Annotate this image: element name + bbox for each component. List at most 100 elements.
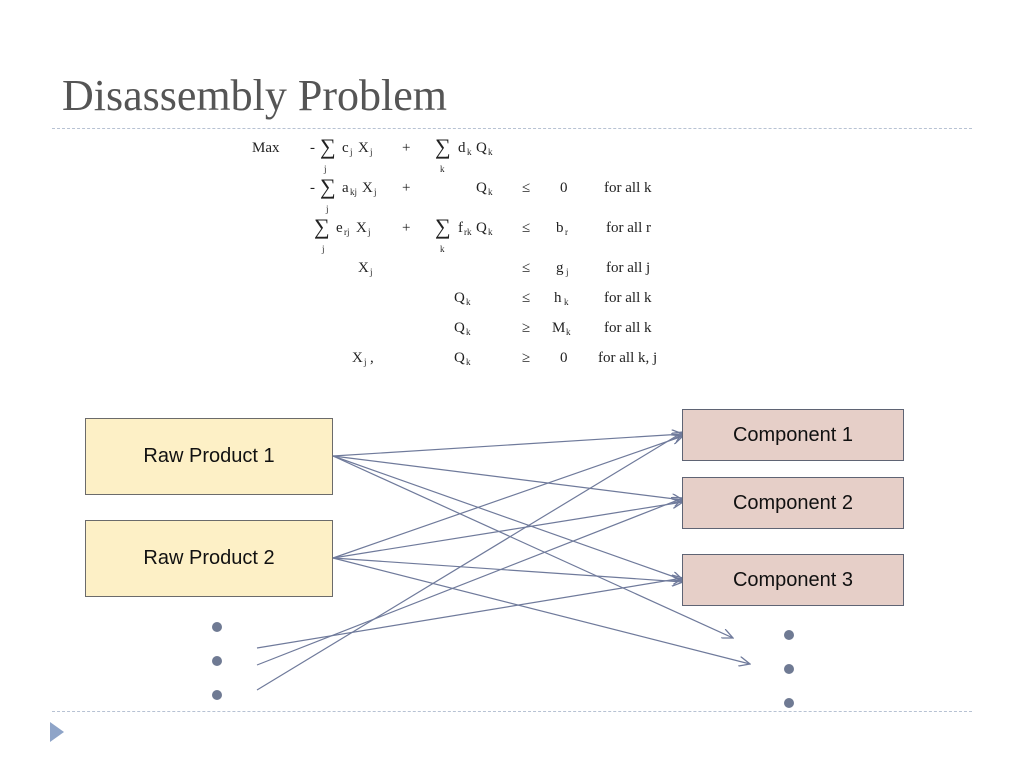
svg-text:Q: Q [454, 320, 465, 336]
svg-text:+: + [402, 180, 410, 196]
svg-text:k: k [466, 327, 471, 337]
svg-text:c: c [342, 140, 349, 156]
component-2-label: Component 2 [732, 491, 854, 514]
ellipsis-dot-left-3 [212, 690, 222, 700]
svg-text:j: j [363, 357, 367, 367]
arrow-raw2-comp2 [332, 502, 683, 559]
svg-text:X: X [358, 260, 369, 276]
title-divider [52, 128, 972, 129]
svg-text:Q: Q [476, 140, 487, 156]
slide-nav-arrow-icon[interactable] [50, 722, 64, 742]
component-3-box: Component 3 [682, 554, 904, 606]
svg-text:X: X [352, 350, 363, 366]
svg-text:h: h [554, 290, 562, 306]
svg-text:Q: Q [476, 220, 487, 236]
raw-product-1-label: Raw Product 1 [143, 445, 275, 467]
footer-divider [52, 711, 972, 712]
svg-text:for all k, j: for all k, j [598, 350, 657, 366]
svg-text:∑: ∑ [435, 214, 451, 239]
svg-text:≥: ≥ [522, 320, 530, 336]
svg-text:0: 0 [560, 180, 568, 196]
arrow-raw2-comp1 [332, 436, 683, 559]
svg-text:Q: Q [454, 350, 465, 366]
svg-text:e: e [336, 220, 343, 236]
arrow-raw1-more [332, 455, 733, 638]
svg-text:for all k: for all k [604, 320, 652, 336]
svg-text:Q: Q [454, 290, 465, 306]
svg-text:X: X [356, 220, 367, 236]
svg-text:f: f [458, 220, 463, 236]
svg-text:≥: ≥ [522, 350, 530, 366]
ellipsis-dot-left-1 [212, 622, 222, 632]
component-1-box: Component 1 [682, 409, 904, 461]
svg-text:X: X [358, 140, 369, 156]
svg-text:j: j [367, 227, 371, 237]
svg-text:k: k [488, 147, 493, 157]
svg-text:for all r: for all r [606, 220, 651, 236]
svg-text:for all j: for all j [606, 260, 650, 276]
svg-text:k: k [466, 357, 471, 367]
svg-text:≤: ≤ [522, 180, 530, 196]
svg-text:for all k: for all k [604, 290, 652, 306]
slide-title: Disassembly Problem [62, 71, 447, 120]
ellipsis-dot-right-3 [784, 698, 794, 708]
arrow-raw1-comp3 [332, 455, 683, 580]
svg-text:∑: ∑ [320, 134, 336, 159]
svg-text:k: k [488, 227, 493, 237]
svg-text:j: j [369, 147, 373, 157]
svg-text:+: + [402, 140, 410, 156]
svg-text:b: b [556, 220, 564, 236]
svg-text:k: k [440, 244, 445, 254]
arrow-raw2-comp3 [332, 557, 683, 582]
raw-product-2-box: Raw Product 2 [85, 520, 333, 597]
svg-text:j: j [369, 267, 373, 277]
svg-text:∑: ∑ [435, 134, 451, 159]
svg-text:M: M [552, 320, 565, 336]
ellipsis-dot-right-2 [784, 664, 794, 674]
svg-text:≤: ≤ [522, 290, 530, 306]
svg-text:-: - [310, 140, 315, 156]
component-3-label: Component 3 [732, 568, 854, 591]
svg-text:g: g [556, 260, 564, 276]
svg-text:d: d [458, 140, 466, 156]
raw-product-1-box: Raw Product 1 [85, 418, 333, 495]
svg-text:-: - [310, 180, 315, 196]
svg-text:kj: kj [350, 187, 357, 197]
svg-text:k: k [564, 297, 569, 307]
svg-text:∑: ∑ [314, 214, 330, 239]
svg-text:j: j [321, 244, 325, 254]
component-1-label: Component 1 [732, 423, 854, 446]
ellipsis-dot-right-1 [784, 630, 794, 640]
svg-text:j: j [373, 187, 377, 197]
svg-text:k: k [467, 147, 472, 157]
svg-text:Q: Q [476, 180, 487, 196]
component-2-box: Component 2 [682, 477, 904, 529]
arrow-raw1-comp2 [332, 455, 683, 500]
svg-text:rj: rj [344, 227, 350, 237]
svg-text:,: , [370, 350, 374, 366]
svg-text:for all k: for all k [604, 180, 652, 196]
svg-text:r: r [565, 227, 568, 237]
svg-text:k: k [488, 187, 493, 197]
svg-text:0: 0 [560, 350, 568, 366]
svg-text:∑: ∑ [320, 174, 336, 199]
svg-text:X: X [362, 180, 373, 196]
svg-text:a: a [342, 180, 349, 196]
raw-product-2-label: Raw Product 2 [143, 547, 275, 569]
arrow-raw1-comp1 [332, 434, 683, 457]
svg-text:≤: ≤ [522, 260, 530, 276]
objective-sense: Max [252, 140, 280, 156]
svg-text:j: j [565, 267, 569, 277]
svg-text:+: + [402, 220, 410, 236]
svg-text:k: k [466, 297, 471, 307]
svg-text:≤: ≤ [522, 220, 530, 236]
